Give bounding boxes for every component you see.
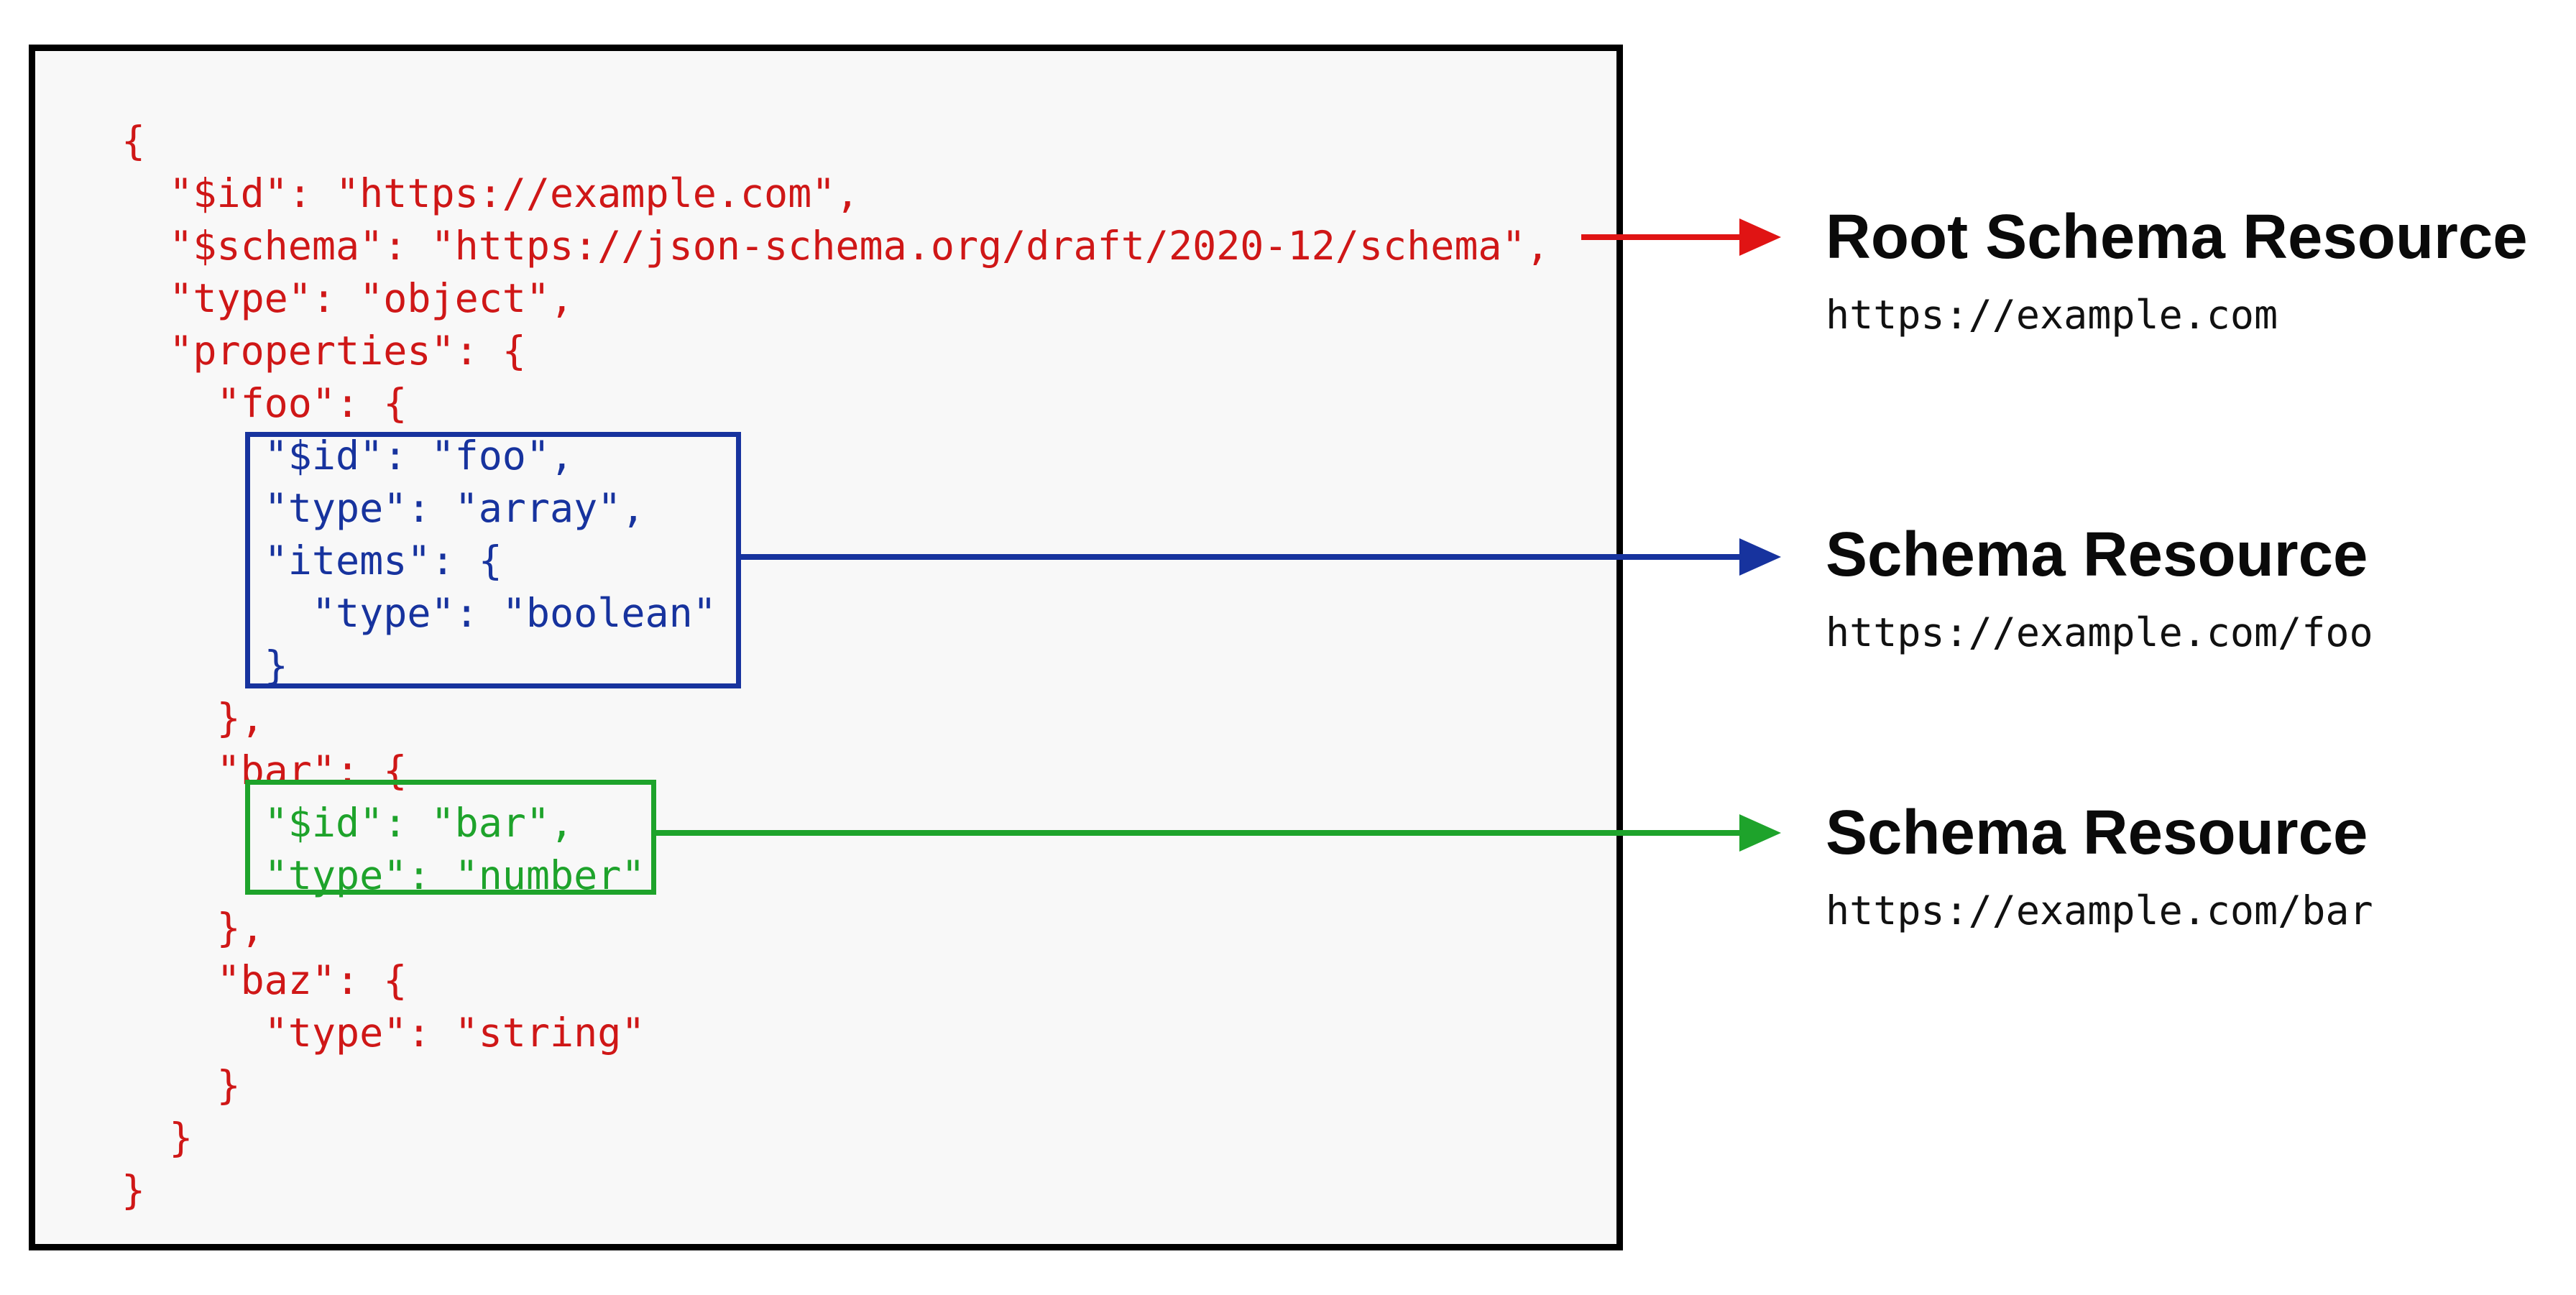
code-line: } xyxy=(121,1062,241,1108)
code-line: } xyxy=(121,1167,146,1213)
label-root-schema-resource: Root Schema Resource https://example.com xyxy=(1826,203,2528,341)
code-line: "type": "array", xyxy=(121,485,645,531)
code-line: } xyxy=(121,642,288,688)
code-line: "$id": "foo", xyxy=(121,433,574,479)
code-line: "foo": { xyxy=(121,380,408,426)
label-url: https://example.com/foo xyxy=(1826,609,2373,655)
json-code-panel xyxy=(29,45,1623,1250)
code-line: { xyxy=(121,118,146,164)
code-line: "properties": { xyxy=(121,328,526,374)
code-line: "bar": { xyxy=(121,747,408,793)
code-line: }, xyxy=(121,905,264,951)
label-title: Schema Resource xyxy=(1826,520,2368,589)
code-line: "type": "object", xyxy=(121,275,574,321)
code-line: "$id": "bar", xyxy=(121,800,574,846)
code-line: } xyxy=(121,1115,193,1161)
bar-schema-arrowhead-icon xyxy=(1739,814,1781,852)
root-schema-arrow-line xyxy=(1581,234,1741,240)
code-line: "$schema": "https://json-schema.org/draf… xyxy=(121,223,1550,269)
bar-schema-resource-highlight-box xyxy=(245,780,656,895)
label-url: https://example.com xyxy=(1826,292,2278,338)
json-code-block: { "$id": "https://example.com", "$schema… xyxy=(121,115,1550,1217)
label-bar-schema-resource: Schema Resource https://example.com/bar xyxy=(1826,798,2373,936)
label-foo-schema-resource: Schema Resource https://example.com/foo xyxy=(1826,520,2373,658)
root-schema-arrowhead-icon xyxy=(1739,218,1781,256)
code-line: "type": "string" xyxy=(121,1010,645,1056)
code-line: "$id": "https://example.com", xyxy=(121,170,860,216)
foo-schema-arrowhead-icon xyxy=(1739,538,1781,576)
bar-schema-arrow-line xyxy=(656,830,1741,836)
label-title: Schema Resource xyxy=(1826,798,2368,867)
code-line: "items": { xyxy=(121,538,502,584)
foo-schema-arrow-line xyxy=(741,554,1741,560)
label-title: Root Schema Resource xyxy=(1826,202,2528,272)
code-line: "baz": { xyxy=(121,957,408,1003)
code-line: }, xyxy=(121,695,264,741)
label-url: https://example.com/bar xyxy=(1826,888,2373,934)
code-line: "type": "boolean" xyxy=(121,590,717,636)
foo-schema-resource-highlight-box xyxy=(245,432,741,688)
